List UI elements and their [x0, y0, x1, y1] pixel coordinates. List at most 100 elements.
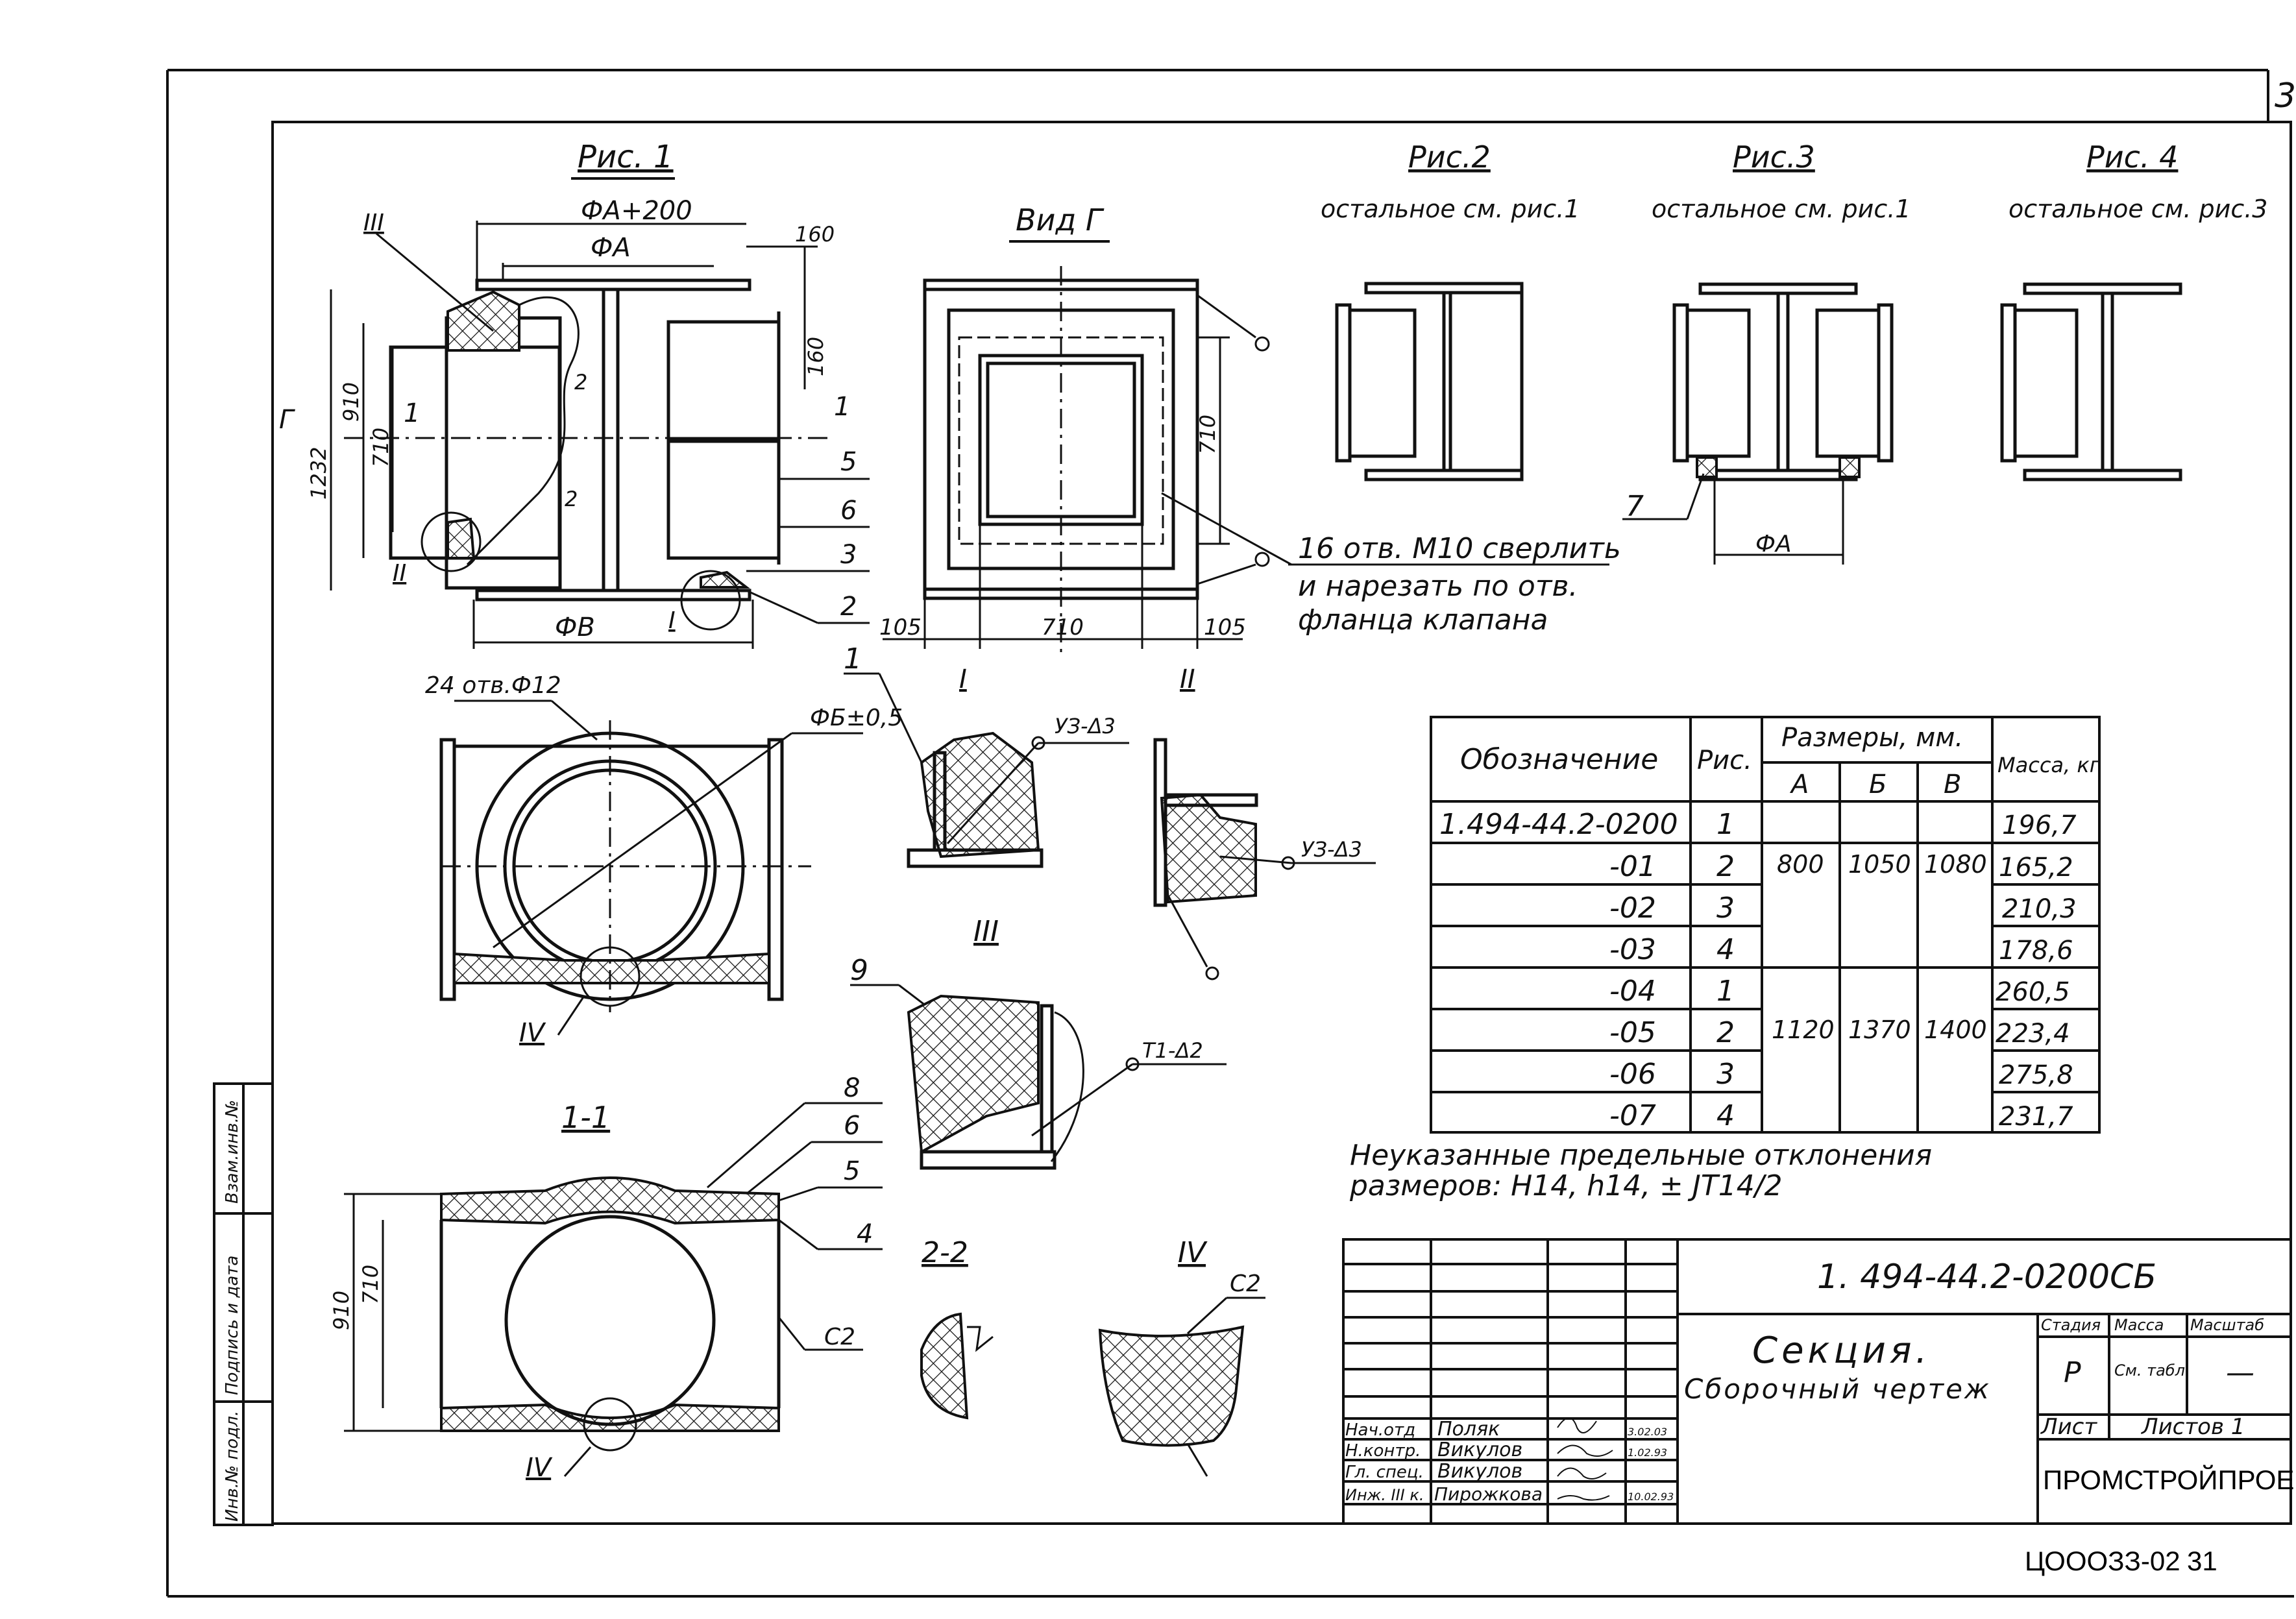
scale-h: Масштаб [2190, 1316, 2264, 1334]
row6-fig: 3 [1716, 1058, 1735, 1091]
detail-2: УЗ-Δ3 [1153, 738, 1376, 980]
holes16-line3: фланца клапана [1298, 603, 1548, 637]
section-22: 2-2 [920, 1236, 994, 1420]
sec-mark-2: 2 [574, 370, 587, 395]
view-g-dim-710: 710 [1195, 415, 1220, 454]
dim-fb: ФВ [555, 613, 595, 642]
side-stamp [213, 1082, 274, 1526]
footer-code: ЦОООЗЗ-02 [2025, 1546, 2180, 1576]
view-g-mark-II: II [1180, 664, 1195, 694]
th-a: А [1789, 770, 1809, 799]
detail-4-c2: С2 [1230, 1271, 1261, 1297]
view-g-dim-105a: 105 [879, 615, 922, 640]
view-g-dim-710h: 710 [1042, 615, 1084, 640]
figure-2: Рис.2 остальное см. рис.1 [1321, 140, 1580, 481]
row2-fig: 3 [1716, 892, 1735, 925]
callout-3: 3 [840, 540, 857, 570]
row2-designation: -02 [1609, 892, 1656, 925]
person3-date: 10.02.93 [1628, 1491, 1674, 1503]
tolerance-line2: размеров: Н14, h14, ± JT14/2 [1349, 1169, 1783, 1202]
row1-mass: 165,2 [1999, 853, 2073, 883]
row7-designation: -07 [1609, 1099, 1656, 1132]
fig4-title: Рис. 4 [2086, 140, 2178, 175]
section-11-title: 1-1 [561, 1100, 610, 1135]
dim-fb05: ФБ±0,5 [810, 705, 903, 731]
callout-5: 5 [840, 447, 857, 477]
detail-1: 1 УЗ-Δ3 [844, 642, 1129, 868]
detail-4-title: IV [1178, 1236, 1208, 1269]
callout-3-detail: III [363, 210, 384, 236]
row7-mass: 231,7 [1999, 1102, 2073, 1132]
fig4-note: остальное см. рис.3 [2009, 195, 2267, 223]
fig2-title: Рис.2 [1408, 140, 1491, 175]
sheet-frame [166, 69, 2294, 1598]
doc-code: 1. 494-44.2-0200СБ [1817, 1258, 2156, 1296]
th-fig: Рис. [1697, 746, 1752, 775]
sec-mark-1b: 1 [834, 392, 850, 422]
th-designation: Обозначение [1460, 743, 1658, 776]
person0-role: Нач.отд [1345, 1420, 1415, 1440]
sheet-label: Лист [2040, 1414, 2097, 1440]
tolerance-line1: Неуказанные предельные отклонения [1350, 1139, 1932, 1172]
th-b: Б [1869, 770, 1887, 799]
person2-role: Гл. спец. [1345, 1463, 1424, 1482]
holes24: 24 отв.Ф12 [425, 672, 561, 699]
row1-designation: -01 [1609, 850, 1656, 883]
row5-designation: -05 [1609, 1016, 1656, 1049]
person0-date: 3.02.03 [1628, 1426, 1667, 1438]
group2-b: 1370 [1848, 1016, 1911, 1044]
side-stamp-vz: Взам.инв.№ [223, 1100, 242, 1204]
th-mass: Масса, кг [1997, 753, 2101, 777]
figure-4: Рис. 4 остальное см. рис.3 [2000, 140, 2267, 481]
fig3-title: Рис.3 [1733, 140, 1815, 175]
figure-1: Рис. 1 [279, 139, 870, 649]
dim-710: 710 [369, 428, 393, 467]
person1-date: 1.02.93 [1628, 1446, 1667, 1459]
callout-2-detail: II [393, 560, 406, 587]
callout-9: 9 [850, 954, 868, 987]
group2-v: 1400 [1924, 1016, 1987, 1044]
dim-fa: ФА [591, 233, 631, 263]
view-g: Вид Г 710 [879, 202, 1621, 694]
data-table [1430, 716, 2101, 1134]
weld-u3-2: УЗ-Δ3 [1301, 837, 1362, 862]
section-22-title: 2-2 [922, 1236, 968, 1269]
row4-mass: 260,5 [1996, 977, 2070, 1007]
callout-4: 4 [857, 1219, 873, 1249]
dim-g: Г [279, 405, 295, 435]
detail-1-num: 1 [844, 642, 862, 676]
row0-designation: 1.494-44.2-0200 [1439, 808, 1678, 841]
side-stamp-sign: Подпись и дата [223, 1256, 242, 1395]
group1-v: 1080 [1924, 850, 1987, 879]
holes16-line2: и нарезать по отв. [1298, 570, 1578, 603]
callout-2: 2 [840, 592, 857, 622]
dim-910: 910 [339, 382, 363, 422]
fig2-note: остальное см. рис.1 [1321, 195, 1580, 223]
mass-h: Масса [2114, 1316, 2164, 1334]
title-name-l2: Сборочный чертеж [1684, 1373, 1991, 1405]
sec-mark-1: 1 [404, 398, 420, 428]
group1-b: 1050 [1848, 850, 1911, 879]
row3-mass: 178,6 [1999, 936, 2073, 966]
row4-designation: -04 [1609, 975, 1656, 1008]
row0-mass: 196,7 [2002, 810, 2077, 840]
person1-name: Викулов [1437, 1439, 1522, 1461]
holes16-line1: 16 отв. М10 сверлить [1298, 532, 1621, 565]
row6-designation: -06 [1609, 1058, 1656, 1091]
section-dim-910: 910 [329, 1291, 354, 1330]
page-number: 3 [2275, 77, 2296, 116]
callout-6b: 6 [844, 1111, 860, 1141]
detail-4: IV С2 [1098, 1236, 1265, 1477]
person3-name: Пирожкова [1434, 1483, 1543, 1505]
row5-mass: 223,4 [1996, 1019, 2070, 1049]
row3-fig: 4 [1716, 933, 1735, 966]
data-table-text: Обозначение Рис. Размеры, мм. А Б В Масс… [1439, 723, 2101, 1132]
person1-role: Н.контр. [1345, 1441, 1421, 1461]
row2-mass: 210,3 [2002, 894, 2077, 924]
person3-role: Инж. III к. [1345, 1486, 1424, 1504]
plan-mark-IV: IV [519, 1018, 546, 1048]
callout-1-detail: I [668, 607, 676, 634]
sec-mark-2b: 2 [565, 487, 578, 511]
view-g-mark-I: I [959, 664, 967, 694]
